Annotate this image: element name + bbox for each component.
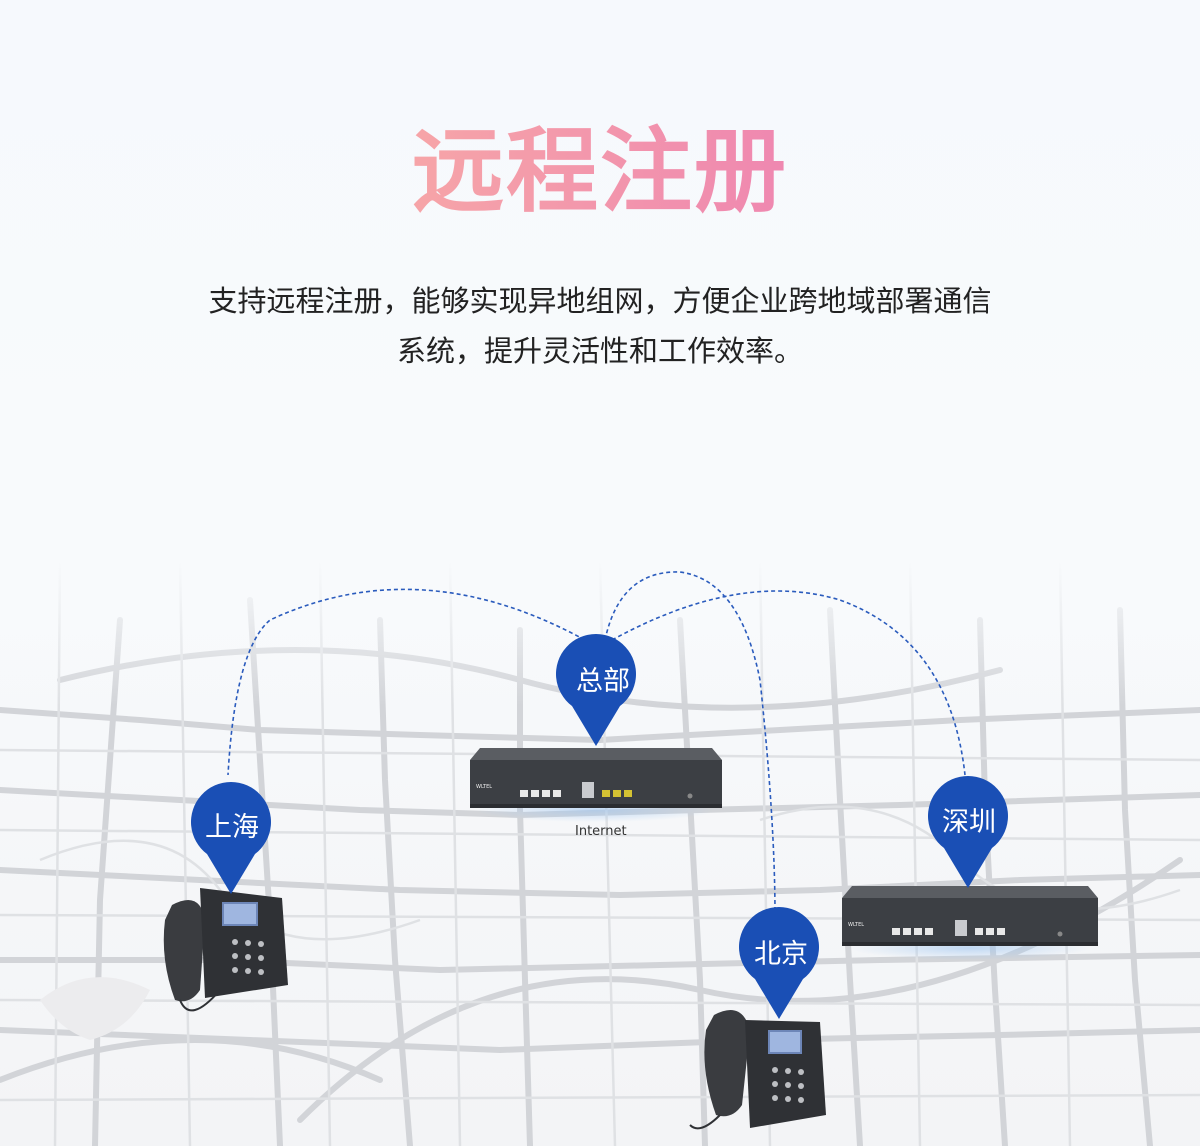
hq-gateway-device: WLTEL Internet [470,748,722,839]
page-description: 支持远程注册，能够实现异地组网，方便企业跨地域部署通信 系统，提升灵活性和工作效… [150,276,1050,376]
beijing-ip-phone [689,1010,826,1130]
pin-shenzhen-label: 深圳 [942,807,996,838]
link-hq-shanghai [227,588,586,776]
network-map: WLTEL Internet WLTEL [0,560,1200,1146]
link-hq-beijing [604,571,776,916]
page-title: 远程注册 [0,112,1200,232]
shenzhen-gateway-device: WLTEL [842,886,1098,960]
pin-shanghai: 上海 [191,782,271,894]
network-links [227,571,966,916]
pin-shanghai-label: 上海 [205,812,259,843]
shenzhen-brand-label: WLTEL [848,922,864,928]
link-hq-shenzhen [611,590,966,776]
pin-shenzhen: 深圳 [928,776,1009,888]
hq-brand-label: WLTEL [476,784,492,790]
shanghai-ip-phone [163,888,288,1012]
pin-beijing: 北京 [739,907,820,1019]
pin-hq: 总部 [556,634,636,746]
pin-beijing-label: 北京 [754,939,808,970]
description-line-2: 系统，提升灵活性和工作效率。 [396,334,803,368]
internet-label: Internet [575,824,627,839]
description-line-1: 支持远程注册，能够实现异地组网，方便企业跨地域部署通信 [208,284,992,318]
pin-hq-label: 总部 [576,666,630,697]
